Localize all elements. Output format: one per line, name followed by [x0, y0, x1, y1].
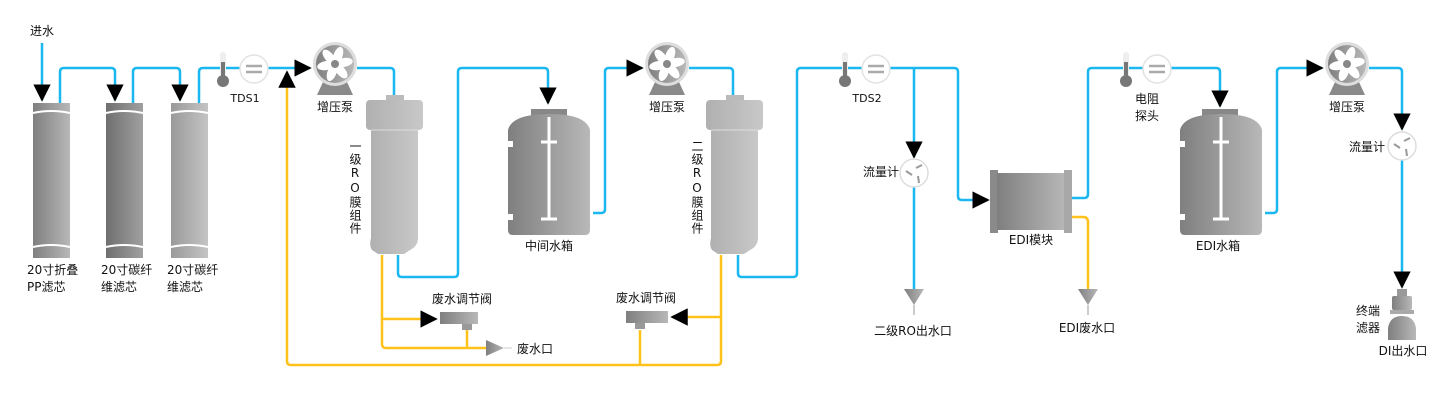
filter2-label-line1: 20寸碳纤	[101, 263, 153, 277]
ro2-outlet-funnel-icon	[904, 289, 924, 315]
pipe-tank2-pump3	[1265, 59, 1324, 215]
terminal-filter	[1388, 289, 1416, 340]
resistivity-label-line1: 电阻	[1134, 92, 1160, 106]
ro2-recycle-pipe	[278, 70, 723, 367]
waste-outlet-label: 废水口	[517, 342, 554, 356]
pump2-label: 增压泵	[648, 100, 686, 114]
edi-module	[990, 170, 1072, 233]
terminal-filter-label-line2: 滤器	[1355, 321, 1381, 335]
pipe-pump1-ro1	[357, 66, 396, 97]
edi-waste-funnel-icon	[1078, 289, 1098, 315]
terminal-filter-label-line1: 终端	[1355, 304, 1381, 318]
tds1-thermometer-icon	[217, 52, 229, 87]
inlet-label: 进水	[30, 24, 55, 38]
flowmeter-1-icon	[899, 158, 929, 188]
pipe-edi-tank2	[1072, 66, 1229, 200]
ro1-label: 一级RO膜组件	[348, 140, 362, 235]
waste-valve-2[interactable]	[626, 311, 668, 329]
ro2-outlet-label: 二级RO出水口	[874, 324, 952, 338]
filter-carbon-2	[170, 103, 209, 258]
tds1-meter-icon	[239, 54, 269, 84]
ro1-waste-pipe	[380, 255, 486, 350]
filter1-label-line1: 20寸折叠	[27, 263, 79, 277]
resistivity-thermometer-icon	[1120, 52, 1132, 87]
tds1-label: TDS1	[230, 92, 260, 105]
filter3-label-line2: 维滤芯	[167, 280, 204, 294]
edi-waste-outlet-label: EDI废水口	[1058, 321, 1116, 335]
waste-pipes	[278, 70, 1090, 367]
middle-tank	[508, 109, 590, 235]
pump3-label: 增压泵	[1328, 100, 1366, 114]
booster-pump-1-icon	[313, 42, 357, 95]
waste-outlet-icon	[486, 340, 512, 356]
tds2-thermometer-icon	[839, 52, 851, 87]
booster-pump-3-icon	[1325, 42, 1369, 95]
waste-valve2-label: 废水调节阀	[615, 291, 677, 305]
filter-pp	[32, 103, 71, 258]
pipe-tank1-pump2	[593, 59, 644, 215]
flowmeter-2-icon	[1387, 131, 1417, 161]
filter-carbon-1	[105, 103, 144, 258]
resistivity-meter-icon	[1142, 54, 1172, 84]
water-pipes	[33, 43, 1411, 290]
middle-tank-label: 中间水箱	[524, 239, 574, 253]
edi-tank	[1180, 109, 1262, 235]
flowmeter2-label: 流量计	[1348, 140, 1386, 154]
waste-valve1-label: 废水调节阀	[431, 292, 493, 306]
pipe-pump2-ro2	[689, 66, 735, 97]
waste-valve-1[interactable]	[440, 312, 478, 330]
resistivity-label-line2: 探头	[1134, 109, 1160, 123]
pipe-f2-f3	[131, 66, 189, 103]
pump1-label: 增压泵	[316, 100, 354, 114]
edi-module-label: EDI模块	[1008, 233, 1054, 247]
pipe-f3-pump1	[197, 59, 312, 103]
pipe-ro2-edi	[736, 66, 990, 279]
ro2-membrane	[706, 95, 763, 254]
tds2-meter-icon	[861, 54, 891, 84]
edi-waste-pipe	[1072, 215, 1090, 290]
di-outlet-label: DI出水口	[1378, 344, 1428, 358]
filter1-label-line2: PP滤芯	[27, 280, 66, 294]
ro2-label: 二级RO膜组件	[690, 140, 704, 235]
tds2-label: TDS2	[852, 92, 882, 105]
pipe-ro1-tank1	[396, 66, 557, 279]
flowmeter1-label: 流量计	[862, 165, 900, 179]
filter3-label-line1: 20寸碳纤	[167, 263, 219, 277]
filter2-label-line2: 维滤芯	[101, 280, 138, 294]
edi-tank-label: EDI水箱	[1195, 239, 1241, 253]
booster-pump-2-icon	[645, 42, 689, 95]
pipe-pump3-flowmeter2	[1369, 66, 1411, 131]
pipe-f1-f2	[58, 66, 124, 103]
ro1-membrane	[366, 95, 423, 254]
